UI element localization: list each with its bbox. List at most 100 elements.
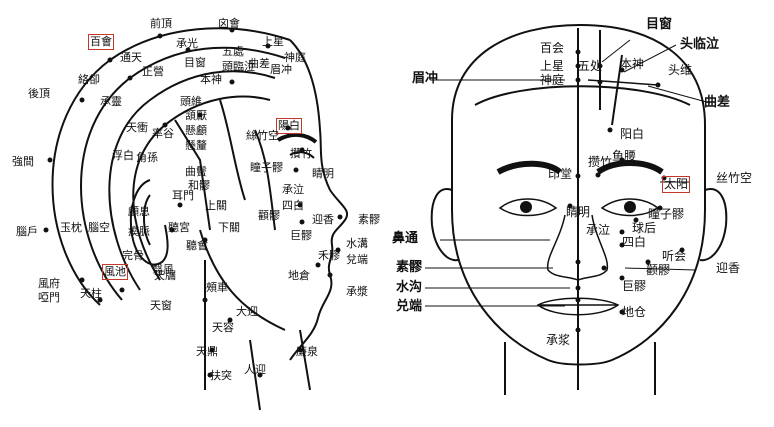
label-qianding: 前頂 [150,17,172,30]
label-f-meichong: 眉冲 [412,71,439,86]
label-quanliao: 顴髎 [258,209,280,222]
label-f-jingming: 睛明 [566,205,591,219]
label-f-zanzhu: 攒竹 [588,155,613,169]
label-jiache: 頰車 [206,281,228,294]
label-f-dicang: 地仓 [622,305,647,319]
label-muchuang: 目窗 [184,56,206,69]
label-f-tinghui: 听会 [662,249,687,263]
label-f-baihui: 百会 [540,41,565,55]
label-wangu: 完骨 [122,249,144,262]
label-f-yangbai: 阳白 [620,127,645,141]
label-f-chengjiang: 承浆 [546,333,571,347]
label-f-qiuhou: 球后 [632,221,657,235]
label-tinghui: 聽會 [186,239,208,252]
label-f-yingxiang: 迎香 [716,261,741,275]
label-renying: 人迎 [244,363,266,376]
label-tianrong: 天容 [212,321,234,334]
label-shangguan: 上關 [205,199,227,212]
label-xuanlu: 懸顱 [185,124,207,137]
label-f-yuyao: 鱼腰 [612,149,637,163]
label-tianyou: 天牖 [154,269,176,282]
label-fubai: 浮白 [112,149,134,162]
label-f-sibai: 四白 [622,235,647,249]
label-shuaigu: 率谷 [152,127,174,140]
label-heliao: 和髎 [188,179,210,192]
label-ermen: 耳門 [172,189,194,202]
label-tongtian: 通天 [120,51,142,64]
label-tinggong: 聽宮 [168,221,190,234]
label-lianquan: 廉泉 [296,345,318,358]
label-f-toulinqi: 头临泣 [680,37,720,52]
label-shenting: 神庭 [284,51,306,64]
label-shangxing: 上星 [262,35,284,48]
label-daying: 大迎 [236,305,258,318]
label-suliao: 素髎 [358,213,380,226]
label-tianding: 天鼎 [196,345,218,358]
label-hanyan: 頷厭 [185,109,207,122]
label-sibai: 四白 [282,199,304,212]
label-f-sizhukong: 丝竹空 [716,171,753,185]
label-f-shangxing: 上星 [540,59,565,73]
label-zanzhu: 攢竹 [290,147,312,160]
label-luxi: 顱息 [128,205,150,218]
label-f-shuigou: 水沟 [396,280,423,295]
label-xuanli: 懸釐 [185,139,207,152]
label-f-muchuang: 目窗 [646,17,673,32]
label-sizhukong: 絲竹空 [246,129,279,142]
label-f-tongziliao: 瞳子髎 [648,207,685,221]
label-naohu: 腦戶 [16,225,38,238]
label-dicang: 地倉 [288,269,310,282]
label-qimai: 瘈脈 [128,225,150,238]
label-f-duiduan: 兑端 [396,299,423,314]
label-f-suliao: 素髎 [396,260,423,275]
label-baihui: 百會 [88,34,114,50]
label-naokong: 腦空 [88,221,110,234]
label-f-wuchu: 五处 [578,59,603,73]
label-wuchu: 五處 [222,45,244,58]
label-f-touwei: 头维 [668,63,693,77]
label-jiaosun: 角孫 [136,151,158,164]
label-f-juliao: 巨髎 [622,279,647,293]
label-qucha: 曲差 [248,57,270,70]
label-touwei: 頭維 [180,95,202,108]
label-f-chengqi: 承泣 [586,223,611,237]
label-f-taiyang: 太阳 [661,176,691,193]
label-chengling: 承靈 [100,95,122,108]
label-houding: 後頂 [28,87,50,100]
label-chengguang: 承光 [176,37,198,50]
label-chengjiang: 承漿 [346,285,368,298]
label-chengqi: 承泣 [282,183,304,196]
label-f-benshen: 本神 [620,57,645,71]
label-duiduan: 兌端 [346,253,368,266]
label-f-yintang: 印堂 [548,167,573,181]
label-f-shenting: 神庭 [540,73,565,87]
label-xinhui: 囟會 [218,17,240,30]
label-xiaguan: 下關 [218,221,240,234]
label-f-bitong: 鼻通 [392,231,419,246]
label-f-qucha: 曲差 [704,95,731,110]
label-luoque: 絡卻 [78,73,100,86]
label-yingxiang: 迎香 [312,213,334,226]
label-qubin: 曲鬢 [185,165,207,178]
label-fengchi: 風池 [102,264,128,280]
label-toulinqi: 頭臨泣 [222,60,255,73]
label-fengfu: 風府 [38,277,60,290]
label-shuigou: 水溝 [346,237,368,250]
label-jingming: 睛明 [312,167,334,180]
label-benshen: 本神 [200,73,222,86]
label-yuzhen: 玉枕 [60,221,82,234]
label-zhengying: 正營 [142,65,164,78]
label-heliao-nose: 禾髎 [318,249,340,262]
label-juliao: 巨髎 [290,229,312,242]
label-futu: 扶突 [210,369,232,382]
label-meichong: 眉冲 [270,63,292,76]
label-tianzhu: 天柱 [80,287,102,300]
label-f-quanliao: 颧髎 [646,263,671,277]
label-yifeng: 翳風 [152,263,174,276]
label-tianchong: 天衝 [126,121,148,134]
label-tianchuang: 天窗 [150,299,172,312]
label-yangbai: 陽白 [276,118,302,134]
label-qiangjian: 強間 [12,155,34,168]
